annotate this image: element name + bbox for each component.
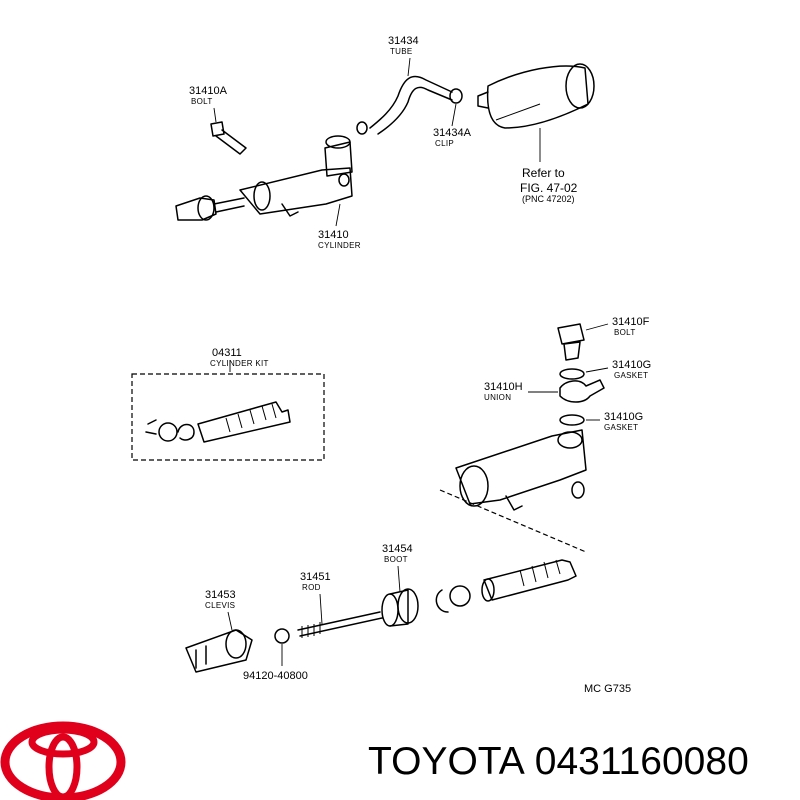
toyota-logo <box>0 721 126 800</box>
snap-rings <box>435 585 471 613</box>
label-31410h: 31410H UNION <box>484 381 558 402</box>
nut-94120 <box>274 628 290 644</box>
svg-text:MC G735: MC G735 <box>584 683 631 695</box>
svg-text:31410: 31410 <box>318 229 349 241</box>
svg-text:31410A: 31410A <box>189 85 228 97</box>
svg-text:Refer to: Refer to <box>522 166 565 180</box>
bolt-31410f <box>557 323 585 361</box>
svg-text:94120-40800: 94120-40800 <box>243 670 308 682</box>
svg-text:31451: 31451 <box>300 571 331 583</box>
brand-name: TOYOTA <box>368 740 525 783</box>
svg-text:31410G: 31410G <box>612 359 651 371</box>
label-31453: 31453 CLEVIS <box>205 589 236 631</box>
clip <box>356 88 463 135</box>
label-reference: Refer to FIG. 47-02 (PNC 47202) <box>520 128 578 204</box>
union-31410h <box>559 379 605 403</box>
svg-text:CYLINDER: CYLINDER <box>318 241 361 250</box>
label-04311: 04311 CYLINDER KIT <box>210 347 269 368</box>
label-31434a: 31434A CLIP <box>433 103 472 148</box>
reservoir-tank <box>477 63 595 129</box>
piston-bottom <box>481 559 577 602</box>
figure-code: MC G735 <box>584 683 631 695</box>
svg-text:BOLT: BOLT <box>191 97 213 106</box>
svg-text:31434A: 31434A <box>433 127 472 139</box>
svg-text:GASKET: GASKET <box>614 371 648 380</box>
bolt-31410a <box>210 121 247 155</box>
label-31434: 31434 TUBE <box>388 35 419 77</box>
svg-text:BOOT: BOOT <box>384 555 408 564</box>
svg-text:31410H: 31410H <box>484 381 523 393</box>
svg-text:TUBE: TUBE <box>390 47 413 56</box>
label-31410: 31410 CYLINDER <box>318 203 361 250</box>
label-94120: 94120-40800 <box>243 644 308 682</box>
svg-text:CLEVIS: CLEVIS <box>205 601 235 610</box>
svg-text:31410F: 31410F <box>612 316 650 328</box>
assembly-guide-line <box>439 489 587 553</box>
svg-text:UNION: UNION <box>484 393 511 402</box>
gasket-top <box>559 368 585 380</box>
svg-text:ROD: ROD <box>302 583 321 592</box>
svg-text:BOLT: BOLT <box>614 328 636 337</box>
rod-31451 <box>297 611 383 638</box>
svg-text:CLIP: CLIP <box>435 139 454 148</box>
clevis-top <box>175 195 245 221</box>
svg-text:(PNC 47202): (PNC 47202) <box>522 194 575 204</box>
clevis-bottom <box>185 629 253 673</box>
gasket-bottom <box>559 414 585 426</box>
svg-text:GASKET: GASKET <box>604 423 638 432</box>
svg-text:31410G: 31410G <box>604 411 643 423</box>
svg-text:31454: 31454 <box>382 543 413 555</box>
boot-31454 <box>381 588 419 627</box>
label-31454: 31454 BOOT <box>382 543 413 593</box>
svg-text:04311: 04311 <box>212 347 242 359</box>
svg-text:FIG. 47-02: FIG. 47-02 <box>520 181 578 195</box>
label-31410a: 31410A BOLT <box>189 85 228 123</box>
part-number: 0431160080 <box>534 740 749 783</box>
svg-text:31453: 31453 <box>205 589 236 601</box>
label-31410g-bottom: 31410G GASKET <box>586 411 643 432</box>
svg-text:31434: 31434 <box>388 35 419 47</box>
cylinder-kit-box <box>131 360 325 461</box>
svg-text:CYLINDER KIT: CYLINDER KIT <box>210 359 269 368</box>
cylinder-body-right <box>455 429 587 511</box>
label-31410g-top: 31410G GASKET <box>585 359 651 380</box>
tube <box>369 75 453 135</box>
label-31451: 31451 ROD <box>300 571 331 625</box>
label-31410f: 31410F BOLT <box>585 316 650 337</box>
cylinder-31410 <box>239 135 353 217</box>
